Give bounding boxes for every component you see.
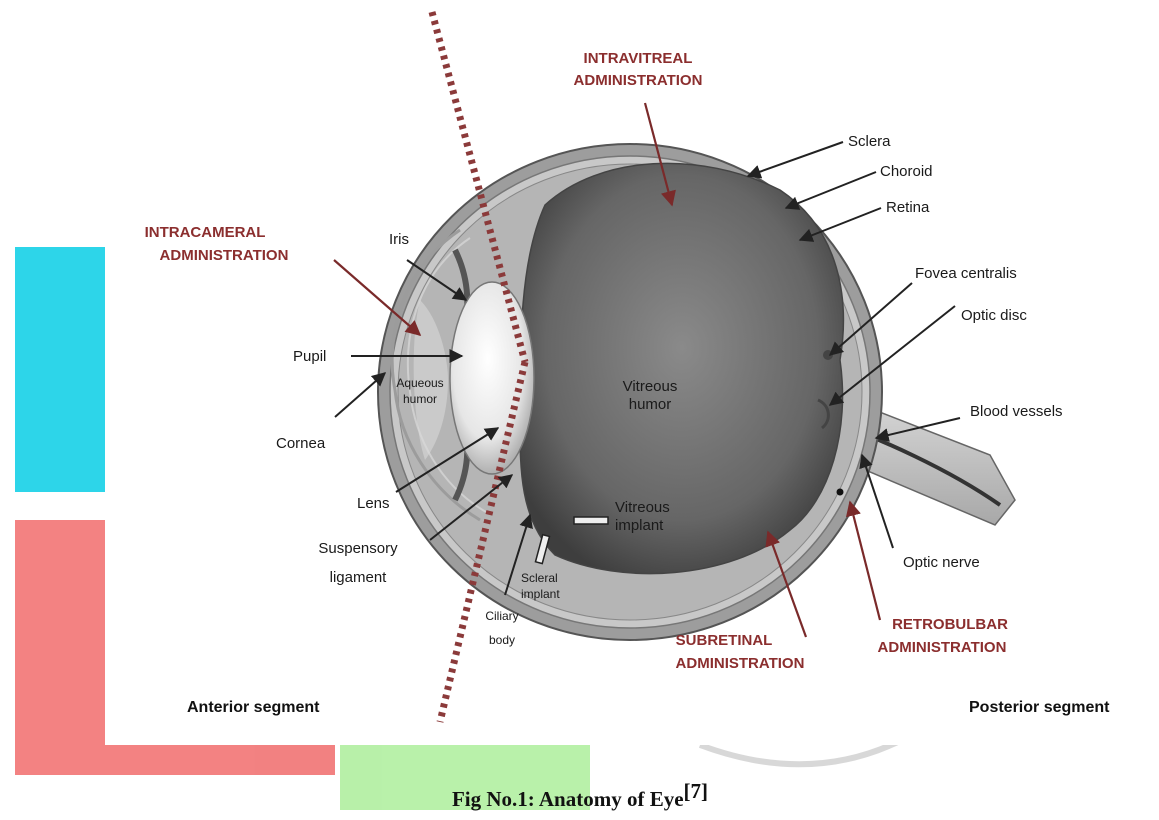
fovea-label: Fovea centralis [915,265,1017,282]
ciliary-label-line1: Ciliary [485,609,518,623]
caption-reference: [7] [684,779,709,803]
anterior-segment-label: Anterior segment [187,699,320,716]
vitreous-implant-label-line2: implant [615,517,664,534]
scleral-implant-label-line2: implant [521,587,560,601]
vitreous-implant-shape [574,517,608,524]
blood-vessels-label: Blood vessels [970,403,1063,420]
ciliary-label-line2: body [489,633,515,647]
retrobulbar-label-line2: ADMINISTRATION [878,639,1007,656]
watermark-cyan-bar [15,247,115,492]
posterior-segment-label: Posterior segment [969,699,1110,716]
suspensory-label-line1: Suspensory [318,540,398,557]
vitreous-humor-label-line2: humor [629,396,672,413]
choroid-label: Choroid [880,163,933,180]
suspensory-label-line2: ligament [330,569,388,586]
vitreous-implant-label-line1: Vitreous [615,499,670,516]
retrobulbar-dot [837,489,844,496]
pupil-label: Pupil [293,348,326,365]
cornea-label: Cornea [276,435,326,452]
lens-label: Lens [357,495,390,512]
aqueous-label-line1: Aqueous [396,376,443,390]
optic-disc-label: Optic disc [961,307,1027,324]
vitreous-body-shape [520,163,843,573]
aqueous-label-line2: humor [403,392,437,406]
intracameral-label-line2: ADMINISTRATION [160,247,289,264]
optic-nerve-label: Optic nerve [903,554,980,571]
scleral-implant-label-line1: Scleral [521,571,558,585]
caption-text: Fig No.1: Anatomy of Eye [452,787,684,811]
retrobulbar-label-line1: RETROBULBAR [892,616,1008,633]
intracameral-label-line1: INTRACAMERAL [145,224,266,241]
vitreous-humor-label-line1: Vitreous [623,378,678,395]
intravitreal-label-line1: INTRAVITREAL [584,50,693,67]
sclera-label: Sclera [848,133,891,150]
retina-label: Retina [886,199,930,216]
iris-label: Iris [389,231,409,248]
intravitreal-label-line2: ADMINISTRATION [574,72,703,89]
subretinal-label-line2: ADMINISTRATION [676,655,805,672]
lens-shape [450,282,534,474]
subretinal-label-line1: SUBRETINAL [676,632,773,649]
